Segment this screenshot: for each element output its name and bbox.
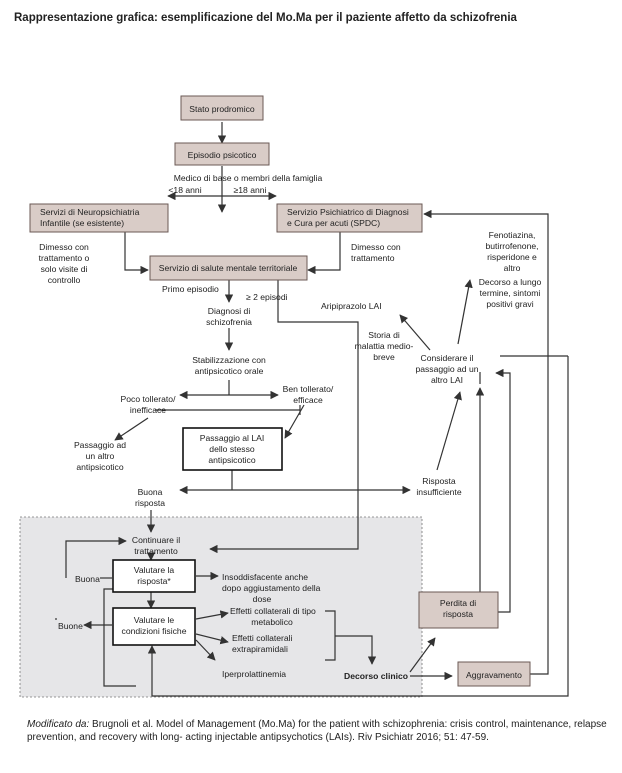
label-ben-tollerato-1: Ben tollerato/: [283, 384, 334, 394]
label-neuropsichiatria-2: Infantile (se esistente): [40, 218, 124, 228]
label-valutare-condizioni-2: condizioni fisiche: [122, 626, 187, 636]
label-due-episodi: ≥ 2 episodi: [246, 292, 288, 302]
label-iperprolattinemia: Iperprolattinemia: [222, 669, 286, 679]
label-perdita-risposta-2: risposta: [443, 609, 473, 619]
label-effetti-metabolico-1: Effetti collaterali di tipo: [230, 606, 316, 616]
label-passaggio-altro-3: antipsicotico: [76, 462, 124, 472]
label-primo-episodio: Primo episodio: [162, 284, 219, 294]
maintenance-area: [19, 516, 423, 698]
label-storia-1: Storia di: [368, 330, 400, 340]
label-insoddisfacente-1: Insoddisfacente anche: [222, 572, 308, 582]
label-dimesso-sx-1: Dimesso con: [39, 242, 89, 252]
label-decorso-lungo-1: Decorso a lungo: [479, 277, 542, 287]
label-valutare-risposta-1: Valutare la: [134, 565, 175, 575]
label-spdc-2: e Cura per acuti (SPDC): [287, 218, 380, 228]
box-valutare-condizioni: [112, 607, 196, 646]
label-decorso-lungo-2: termine, sintomi: [480, 288, 541, 298]
label-buone: Buone: [58, 621, 83, 631]
box-aggravamento: [457, 661, 531, 687]
label-passaggio-altro-2: un altro: [86, 451, 115, 461]
label-episodio-psicotico: Episodio psicotico: [188, 150, 257, 160]
label-passaggio-altro-1: Passaggio ad: [74, 440, 126, 450]
label-stato-prodromico: Stato prodromico: [189, 104, 255, 114]
label-fenotiazina-4: altro: [504, 263, 521, 273]
box-spdc: [276, 203, 423, 233]
box-territoriale: [149, 255, 308, 281]
box-episodio-psicotico: [174, 142, 270, 166]
label-dimesso-dx-1: Dimesso con: [351, 242, 401, 252]
label-territoriale: Servizio di salute mentale territoriale: [159, 263, 298, 273]
label-stabilizzazione-1: Stabilizzazione con: [192, 355, 266, 365]
label-dimesso-sx-2: trattamento o: [39, 253, 90, 263]
citation: Modificato da: Brugnoli et al. Model of …: [27, 718, 607, 744]
box-neuropsichiatria: [29, 203, 169, 233]
label-poco-tollerato-1: Poco tollerato/: [121, 394, 177, 404]
label-decorso-lungo-3: positivi gravi: [486, 299, 533, 309]
citation-text: Brugnoli et al. Model of Management (Mo.…: [27, 719, 607, 743]
label-decorso-clinico: Decorso clinico: [344, 671, 408, 681]
label-medico: Medico di base o membri della famiglia: [174, 173, 323, 183]
label-effetti-metabolico-2: metabolico: [251, 617, 293, 627]
box-perdita-risposta: [418, 591, 499, 629]
citation-prefix: Modificato da:: [27, 719, 90, 730]
page-title: Rappresentazione grafica: esemplificazio…: [14, 12, 517, 24]
label-risposta-insufficiente-2: insufficiente: [416, 487, 461, 497]
label-lt18: <18 anni: [168, 185, 201, 195]
label-valutare-condizioni-1: Valutare le: [134, 615, 175, 625]
label-passaggio-lai-1: Passaggio al LAI: [200, 433, 265, 443]
label-perdita-risposta-1: Perdita di: [440, 598, 476, 608]
label-passaggio-lai-3: antipsicotico: [208, 455, 256, 465]
label-stabilizzazione-2: antipsicotico orale: [195, 366, 264, 376]
label-effetti-extrapiramidali-2: extrapiramidali: [232, 644, 288, 654]
label-storia-2: malattia medio-: [355, 341, 414, 351]
label-considerare-2: passaggio ad un: [415, 364, 478, 374]
label-insoddisfacente-3: dose: [253, 594, 272, 604]
label-valutare-risposta-2: risposta*: [137, 576, 171, 586]
label-storia-3: breve: [373, 352, 395, 362]
box-stato-prodromico: [180, 95, 264, 121]
label-dimesso-sx-4: controllo: [48, 275, 81, 285]
box-passaggio-lai: [182, 427, 283, 471]
label-spdc-1: Servizio Psichiatrico di Diagnosi: [287, 207, 409, 217]
label-risposta-insufficiente-1: Risposta: [422, 476, 456, 486]
label-buona-risposta-2: risposta: [135, 498, 165, 508]
label-neuropsichiatria-1: Servizi di Neuropsichiatria: [40, 207, 140, 217]
label-aggravamento: Aggravamento: [466, 670, 522, 680]
label-continuare-1: Continuare il: [132, 535, 180, 545]
label-buona-risposta-1: Buona: [138, 487, 163, 497]
label-ge18: ≥18 anni: [234, 185, 267, 195]
label-diagnosi-2: schizofrenia: [206, 317, 252, 327]
label-continuare-2: trattamento: [134, 546, 178, 556]
label-fenotiazina-2: butirrofenone,: [485, 241, 538, 251]
connectors: [55, 122, 569, 697]
label-dimesso-dx-2: trattamento: [351, 253, 395, 263]
label-ben-tollerato-2: efficace: [293, 395, 323, 405]
label-poco-tollerato-2: inefficace: [130, 405, 166, 415]
label-aripiprazolo: Aripiprazolo LAI: [321, 301, 382, 311]
label-passaggio-lai-2: dello stesso: [209, 444, 255, 454]
label-dimesso-sx-3: solo visite di: [41, 264, 88, 274]
label-insoddisfacente-2: dopo aggiustamento della: [222, 583, 321, 593]
label-fenotiazina-3: risperidone e: [487, 252, 537, 262]
label-fenotiazina-1: Fenotiazina,: [489, 230, 536, 240]
label-diagnosi-1: Diagnosi di: [208, 306, 251, 316]
label-considerare-3: altro LAI: [431, 375, 463, 385]
label-effetti-extrapiramidali-1: Effetti collaterali: [232, 633, 293, 643]
box-valutare-risposta: [112, 559, 196, 593]
label-considerare-1: Considerare il: [420, 353, 473, 363]
label-buona: Buona: [75, 574, 100, 584]
